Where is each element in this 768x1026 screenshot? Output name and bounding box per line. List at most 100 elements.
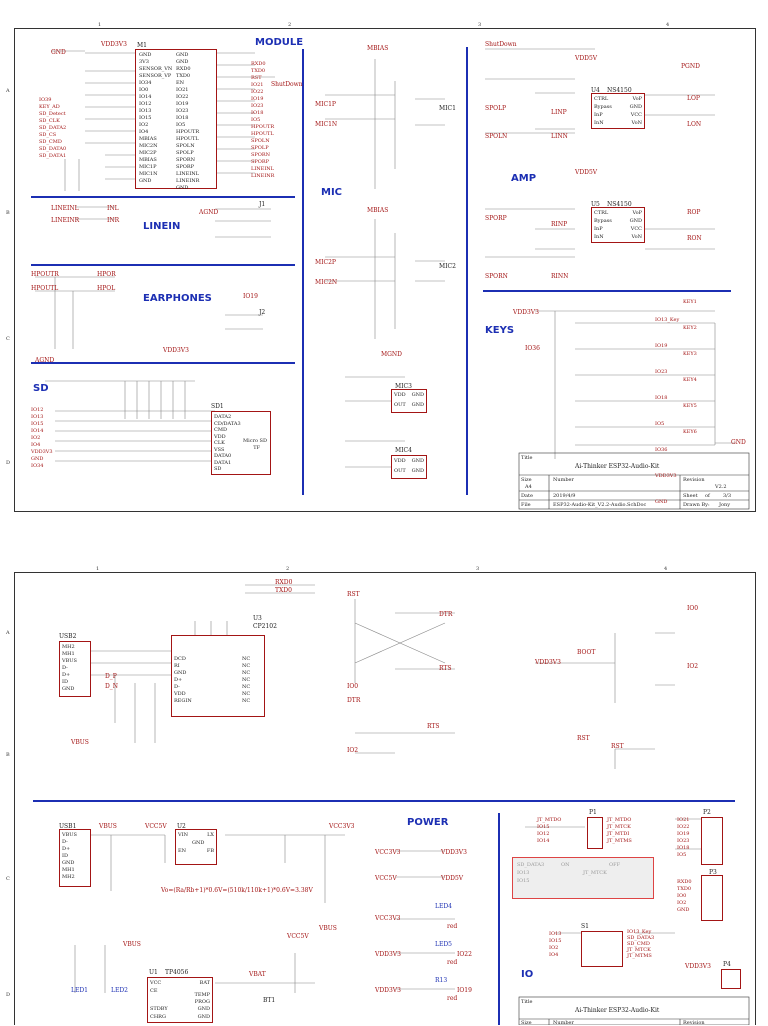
amp-spoln: SPOLN — [485, 133, 508, 140]
sd-net-label: IO2 — [31, 435, 41, 441]
s1-ruler-top-1: 1 — [98, 22, 102, 28]
module-net-label: SPORP — [251, 159, 270, 165]
s2-ruler-top-3: 3 — [476, 566, 480, 572]
amp-linp: LINP — [551, 109, 567, 116]
p1-ref: P1 — [589, 809, 597, 816]
uart-rxd0: RXD0 — [275, 579, 293, 586]
dip-right-label: SD_DATA3 — [627, 935, 655, 941]
sd-pin-label: DATA1 — [214, 459, 232, 466]
amp-lon: LON — [687, 121, 702, 128]
led-vdd3v3-1: VDD3V3 — [375, 951, 401, 958]
section-sd-title: SD — [33, 383, 49, 394]
mic-mic2p: MIC2P — [315, 259, 336, 266]
reg-body: VIN EN GND LX FB — [175, 829, 217, 865]
module-pin-label: IO21 — [176, 87, 189, 93]
module-pin-label: IO18 — [176, 115, 189, 121]
s1-ruler-side-a: A — [6, 88, 10, 94]
mic-mbias-1: MBIAS — [367, 45, 389, 52]
module-net-label: IO21 — [251, 82, 264, 88]
usb1-ref: USB1 — [59, 823, 77, 830]
key-net-label: IO23 — [655, 369, 668, 375]
module-net-label: LINEINL — [251, 166, 274, 172]
module-net-label: SD_Detect — [39, 111, 66, 117]
p1-pin-label: JT_MTCK — [607, 824, 631, 830]
module-pin-label: SENSOR_VN — [139, 66, 173, 72]
cp2102-pin-label: NC — [242, 691, 251, 697]
key-label: KEY1 — [683, 299, 697, 305]
sd-title: Micro SD — [243, 438, 267, 444]
usb2-pin-label: D+ — [62, 672, 71, 678]
earphone-net-hpoutl: HPOUTL — [31, 285, 59, 292]
dip-net-label: IO2 — [549, 945, 559, 951]
earphone-agnd: AGND — [35, 357, 55, 364]
amp-rop: ROP — [687, 209, 701, 216]
sheet2-wiring — [33, 584, 750, 1025]
boot-io2: IO2 — [687, 663, 699, 670]
module-net-label: IO23 — [251, 103, 264, 109]
p2-header — [701, 817, 723, 865]
module-pin-label: GND — [139, 178, 152, 184]
module-pin-label: SPORP — [176, 164, 195, 170]
amp-u5-ref: U5 — [591, 201, 600, 208]
usb1-pin-label: VBUS — [62, 832, 77, 838]
key-label: KEY6 — [683, 429, 697, 435]
cp2102-pin-label: NC — [242, 698, 251, 704]
power-vdd5v: VDD5V — [441, 875, 464, 882]
cp2102-pin-label: NC — [242, 663, 251, 669]
tb1-revision: V2.2 — [715, 484, 727, 490]
p4-header — [721, 969, 741, 989]
module-net-label: TXD0 — [251, 68, 266, 74]
key-label: KEY3 — [683, 351, 697, 357]
earphone-net-io19: IO19 — [243, 293, 258, 300]
sheet1-wiring — [31, 47, 750, 510]
earphone-net-hpol: HPOL — [97, 285, 116, 292]
keys-vdd: VDD3V3 — [513, 309, 539, 316]
cp2102-pin-label: RI — [174, 663, 180, 669]
s2-ruler-side-c: C — [6, 876, 10, 882]
module-net-label: HPOUTR — [251, 124, 275, 130]
amp-spolp: SPOLP — [485, 105, 507, 112]
s1-ruler-side-d: D — [6, 460, 11, 466]
earphone-net-hpor: HPOR — [97, 271, 116, 278]
section-amp-title: AMP — [511, 173, 537, 184]
usb2-ref: USB2 — [59, 633, 77, 640]
p4-ref: P4 — [723, 961, 731, 968]
tb1-file: ESP32-Audio-Kit_V2.2-Audio.SchDoc — [553, 502, 647, 508]
module-pin-label: MIC2P — [139, 150, 157, 156]
p1-header — [587, 817, 603, 849]
module-net-label: RST — [251, 75, 262, 81]
module-pin-label: LINEINL — [176, 171, 199, 177]
module-pin-label: IO0 — [139, 87, 149, 93]
module-shutdown-label: ShutDown — [271, 81, 303, 88]
keys-io36: IO36 — [525, 345, 540, 352]
cp2102-pin-label: NC — [242, 656, 251, 662]
module-pin-label: GND — [139, 52, 152, 58]
battery-ref: BT1 — [263, 997, 276, 1004]
amp-ron: RON — [687, 235, 702, 242]
mic3-ref: MIC3 — [395, 383, 412, 390]
amp-sporn: SPORN — [485, 273, 508, 280]
mic4-body: VDD GND OUT GND — [391, 455, 427, 479]
charger-chip: TP4056 — [165, 969, 189, 976]
module-pin-label: MBIAS — [139, 136, 157, 142]
dip-right-label: JT_MTCK — [627, 947, 651, 953]
p1-pin-label: JT_MTDO — [607, 817, 632, 823]
p4-vdd: VDD3V3 — [685, 963, 711, 970]
key-net-label: IO18 — [655, 395, 668, 401]
module-pin-label: IO15 — [139, 115, 152, 121]
sd-pin-label: VSS — [214, 446, 225, 453]
dip-net-label: IO13 — [549, 931, 562, 937]
tb1-size: A4 — [525, 484, 532, 490]
module-pin-label: IO13 — [139, 108, 152, 114]
dip-right-label: SD_CMD — [627, 941, 650, 947]
key-net-label: IO13_Key — [655, 317, 680, 323]
earphone-net-hpoutr: HPOUTR — [31, 271, 59, 278]
p1-net-label: IO14 — [537, 838, 550, 844]
p2-net-label: IO19 — [677, 831, 690, 837]
usb2-pin-label: MH2 — [62, 644, 75, 650]
section-earphones-title: EARPHONES — [143, 293, 212, 304]
linein-inr: INR — [107, 217, 120, 224]
amp-u4-body: CTRL Bypass InP InN VoP GND VCC VoN — [591, 93, 645, 129]
